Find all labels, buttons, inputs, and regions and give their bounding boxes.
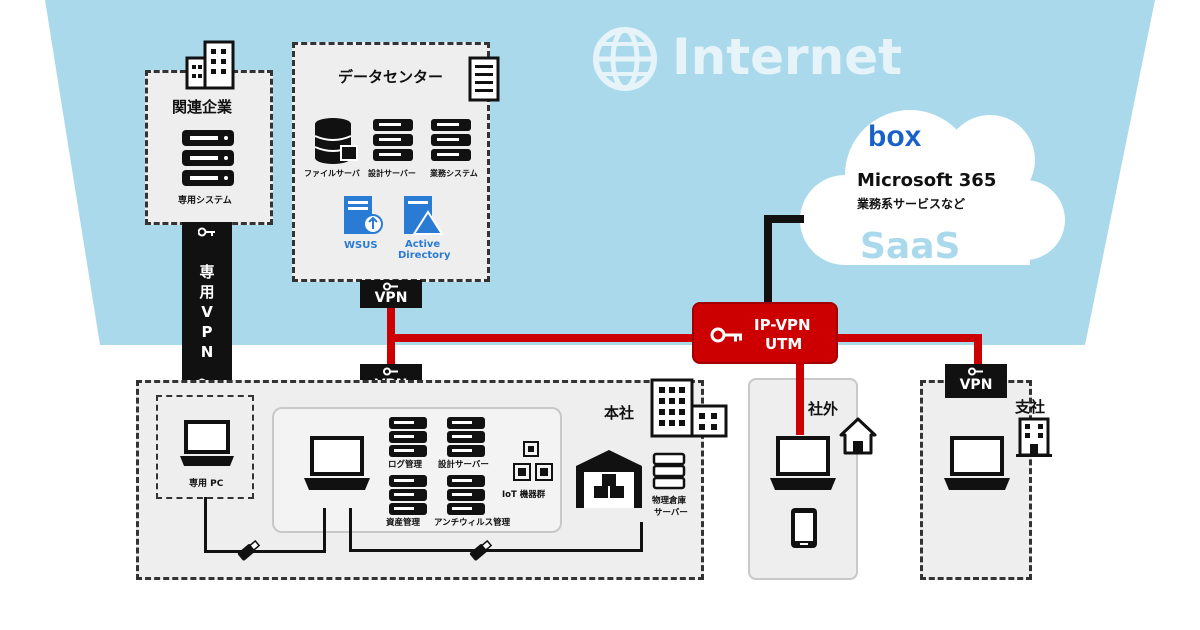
wsus-icon [344, 196, 383, 234]
iot-label: IoT 機器群 [502, 490, 546, 500]
red-link-branch [974, 334, 982, 366]
datacenter-server-label: 業務システム [430, 169, 478, 178]
laptop-icon [770, 436, 836, 490]
remote-title: 社外 [808, 400, 839, 418]
warehouse-server-label-1: 物理倉庫 [652, 496, 687, 506]
red-backbone-line [391, 334, 981, 342]
ad-label-line2: Directory [398, 250, 451, 261]
branch-building-icon [1016, 417, 1052, 457]
cable-line [323, 508, 326, 553]
ipvpn-label: IP-VPN [754, 316, 811, 334]
box-logo: box [868, 120, 922, 153]
saas-service-other: 業務系サービスなど [857, 197, 966, 211]
hq-server-label: 設計サーバー [438, 460, 489, 470]
cable-line [640, 522, 643, 552]
ipvpn-utm-box: IP-VPN UTM [692, 302, 838, 364]
server-rack-icon [468, 56, 500, 102]
datacenter-title: データセンター [338, 68, 444, 86]
ad-label-line1: Active [405, 239, 441, 250]
key-icon [383, 282, 398, 291]
smartphone-icon [791, 508, 817, 548]
laptop-icon [180, 420, 234, 466]
usb-key-icon [469, 539, 493, 561]
utm-label: UTM [765, 335, 803, 353]
hq-server-label: 資産管理 [386, 518, 421, 528]
key-icon [198, 227, 215, 237]
warehouse-icon [576, 450, 642, 508]
house-icon [839, 417, 877, 455]
vpn-label: VPN [374, 290, 408, 306]
hq-building-icon [650, 378, 728, 438]
affiliate-system-label: 専用システム [178, 196, 232, 206]
building-icon [185, 40, 235, 90]
cable-line [204, 497, 207, 553]
saas-label: SaaS [860, 226, 961, 267]
dedicated-pc-label: 専用 PC [189, 479, 224, 489]
saas-service-microsoft365: Microsoft 365 [857, 170, 997, 191]
server-icon [389, 475, 427, 515]
server-icon [373, 119, 413, 161]
warehouse-server-label-2: サーバー [654, 508, 688, 518]
server-icon [431, 119, 471, 161]
dedicated-vpn-label: 専用VPN [199, 263, 215, 361]
laptop-icon [944, 436, 1010, 490]
key-icon [710, 327, 742, 343]
datacenter-server-label: 設計サーバー [368, 169, 416, 178]
hq-title: 本社 [604, 404, 635, 422]
laptop-icon [304, 436, 370, 490]
hq-server-label: ログ管理 [388, 460, 423, 470]
hq-server-label: アンチウィルス管理 [434, 518, 511, 528]
active-directory-icon [404, 196, 444, 235]
file-server-icon [314, 118, 358, 164]
cable-line [349, 549, 643, 552]
usb-key-icon [237, 539, 261, 561]
cloud-icon [800, 110, 1065, 265]
globe-icon [593, 27, 657, 91]
server-icon [447, 475, 485, 515]
saas-link-line-top [764, 215, 804, 223]
server-icon [182, 130, 234, 186]
branch-title: 支社 [1015, 398, 1046, 416]
server-icon [389, 417, 427, 457]
cable-line [204, 550, 326, 553]
wsus-label: WSUS [344, 240, 378, 251]
key-icon [383, 367, 398, 376]
dedicated-vpn-tunnel [182, 222, 232, 394]
datacenter-server-label: ファイルサーバ [304, 169, 360, 178]
iot-device-icon [513, 441, 553, 481]
vpn-label: VPN [959, 377, 993, 393]
saas-link-line [764, 215, 772, 305]
key-icon [968, 367, 983, 376]
server-icon [447, 417, 485, 457]
server-icon [652, 452, 686, 490]
vpn-box-datacenter: VPN [360, 280, 422, 308]
vpn-box-branch-front: VPN [945, 364, 1007, 398]
internet-label: Internet [672, 28, 903, 86]
affiliate-title: 関連企業 [172, 98, 233, 116]
red-link-remote-inner [796, 355, 804, 435]
cable-line [349, 508, 352, 552]
